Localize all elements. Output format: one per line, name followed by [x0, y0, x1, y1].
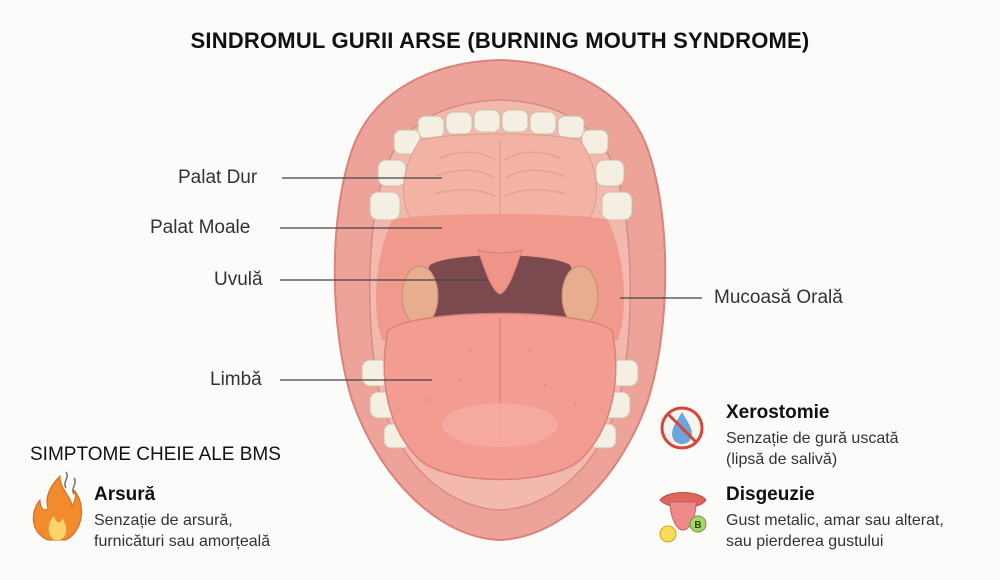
symptom-arsura-desc-1: Senzație de arsură, [94, 512, 233, 529]
symptom-xerostomie: Xerostomie Senzație de gură uscată (lips… [726, 402, 899, 470]
flame-icon [32, 471, 83, 541]
label-palat-dur: Palat Dur [178, 167, 258, 188]
symptom-disgeuzie-desc-2: sau pierderea gustului [726, 533, 884, 550]
symptom-xerostomie-desc-2: (lipsă de salivă) [726, 451, 838, 468]
label-uvula: Uvulă [214, 269, 263, 290]
symptom-disgeuzie: Disgeuzie Gust metalic, amar sau alterat… [726, 484, 944, 552]
page-title: SINDROMUL GURII ARSE (BURNING MOUTH SYND… [190, 28, 810, 53]
label-palat-moale: Palat Moale [150, 217, 251, 238]
taste-icon: B [659, 492, 707, 543]
symptoms-heading: SIMPTOME CHEIE ALE BMS [30, 444, 281, 465]
label-mucoasa: Mucoasă Orală [714, 287, 843, 308]
symptom-xerostomie-desc-1: Senzație de gură uscată [726, 430, 899, 447]
label-limba: Limbă [210, 369, 262, 390]
upper-teeth [369, 109, 633, 221]
taste-badge: B [694, 520, 701, 531]
symptom-arsura-title: Arsură [94, 484, 156, 505]
symptom-disgeuzie-title: Disgeuzie [726, 484, 815, 505]
symptom-arsura: Arsură Senzație de arsură, furnicături s… [94, 484, 270, 552]
no-water-icon [660, 406, 704, 450]
symptom-arsura-desc-2: furnicături sau amorțeală [94, 533, 271, 550]
symptom-xerostomie-title: Xerostomie [726, 402, 830, 423]
uvula [477, 249, 523, 295]
symptom-disgeuzie-desc-1: Gust metalic, amar sau alterat, [726, 512, 944, 529]
